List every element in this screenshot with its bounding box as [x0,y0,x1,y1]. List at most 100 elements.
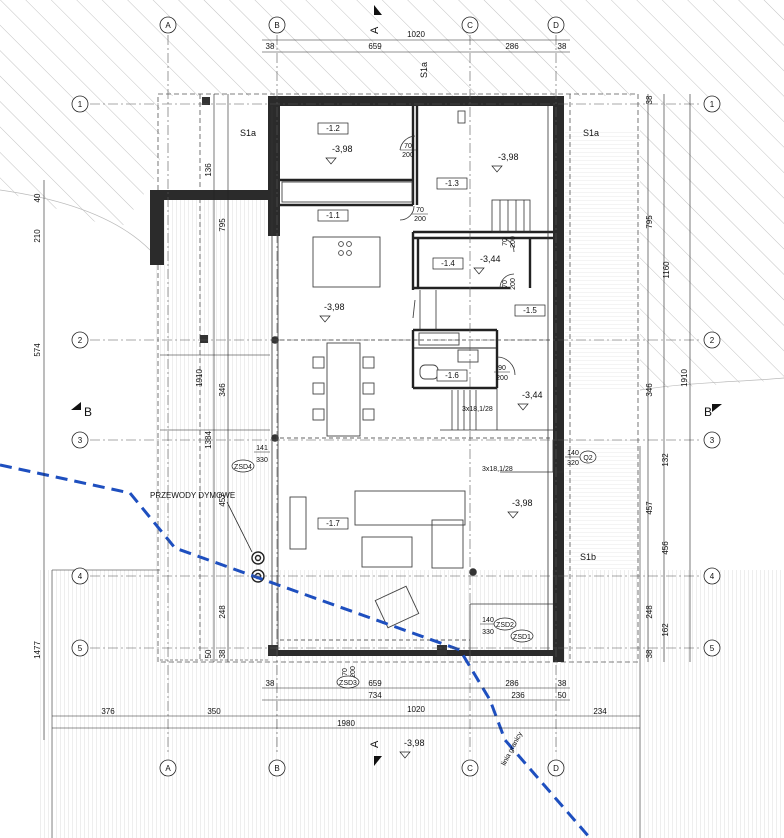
dim-bottom-4a: 376 [101,707,115,716]
section-b-right: B [704,405,712,419]
grid-row-2-right: 2 [710,336,715,345]
grid-col-a-top: A [165,21,171,30]
dim-left-inner-1: 136 [204,163,213,177]
level-2: -3,98 [498,152,519,162]
dim-bottom-4c: 234 [593,707,607,716]
section-a-bottom: A [369,740,381,748]
tag-zsd3: ZSD3 [339,680,357,687]
dim-left-outer-4: 1477 [33,641,42,659]
room-1-2: -1.2 [326,124,340,133]
door-1-width: 70 [404,143,412,150]
door-2-height: 200 [414,216,426,223]
dim-left-inner-3: 346 [218,383,227,397]
stair-2: 3x18,1/28 [482,466,513,473]
dim-right-inner-2: 795 [645,215,654,229]
dim-bottom-2c: 50 [558,691,567,700]
dim-bottom-1d: 38 [558,679,567,688]
dim-right-outer-total: 1160 [662,261,671,279]
dim-left-outer-3: 574 [33,343,42,357]
dim-bottom-3: 1020 [407,705,425,714]
door-5-height: 200 [496,375,508,382]
grid-lines [90,35,700,755]
section-a-top: A [369,26,381,34]
grid-row-5-left: 5 [78,644,83,653]
dim-bottom-2a: 734 [368,691,382,700]
dim-left-inner-total: 1910 [195,369,204,387]
level-marks: -3,98 -3,98 -3,44 -3,98 -3,44 -3,98 -3,9… [319,144,543,759]
tag-zsd1: ZSD1 [513,634,531,641]
room-1-3: -1.3 [445,179,459,188]
dim-top-seg-1: 38 [266,42,275,51]
terrain-hatch [0,0,784,391]
level-4: -3,98 [324,302,345,312]
dim-bottom-2b: 236 [511,691,525,700]
dim-bottom-1c: 286 [505,679,519,688]
level-1: -3,98 [332,144,353,154]
door-5-width: 90 [498,365,506,372]
door-8-height: 330 [482,629,494,636]
room-1-7: -1.7 [326,519,340,528]
room-1-1: -1.1 [326,211,340,220]
door-8-width: 140 [482,617,494,624]
door-swings [399,135,516,376]
grid-row-3-left: 3 [78,436,83,445]
door-6-width: 140 [567,450,579,457]
room-1-6: -1.6 [445,371,459,380]
grid-row-4-right: 4 [710,572,715,581]
armchair [374,585,420,629]
door-3-height: 200 [510,236,517,248]
tag-zsd4: ZSD4 [234,464,252,471]
grid-row-4-left: 4 [78,572,83,581]
dim-right-inner-total: 1910 [680,369,689,387]
wash-basin [457,349,479,363]
dim-left-inner-7: 50 [204,649,213,658]
door-labels: 70 200 70 200 70 200 70 200 90 200 140 3… [254,143,581,678]
door-3-width: 70 [502,238,509,246]
door-7-width: 141 [256,445,268,452]
dim-right-inner-7: 248 [645,605,654,619]
grid-col-b-top: B [274,21,279,30]
grid-row-2-left: 2 [78,336,83,345]
dim-left-outer-2: 210 [33,229,42,243]
level-5: -3,44 [522,390,543,400]
kitchen-counter [281,181,413,203]
dim-top-seg-4: 38 [558,42,567,51]
grid-col-d-bottom: D [553,764,559,773]
dim-right-inner-8: 162 [661,623,670,637]
section-s1b: S1b [580,552,596,562]
grid-row-1-left: 1 [78,100,83,109]
grid-col-c-bottom: C [467,764,473,773]
grid-bubbles [71,16,721,777]
grid-col-a-bottom: A [165,764,171,773]
door-9-height: 200 [510,278,517,290]
grid-col-b-bottom: B [274,764,279,773]
stair-labels: 3x18,1/28 3x18,1/28 [462,406,513,473]
dim-top-seg-2: 659 [368,42,382,51]
kitchen-island [312,236,381,288]
grid-row-3-right: 3 [710,436,715,445]
paving-area [40,130,784,838]
section-a-top-side: S1a [419,62,429,78]
room-labels: -1.2 -1.3 -1.1 -1.4 -1.5 -1.6 -1.7 [317,122,546,530]
door-6-height: 320 [567,460,579,467]
dim-left-inner-6: 248 [218,605,227,619]
sofa [354,490,466,526]
door-2-width: 70 [416,207,424,214]
dim-left-inner-4: 1384 [204,431,213,449]
stair-1: 3x18,1/28 [462,406,493,413]
dimension-lines [43,39,691,740]
level-3: -3,44 [480,254,501,264]
dim-right-inner-1: 38 [645,95,654,104]
dim-bottom-1b: 659 [368,679,382,688]
dim-left-inner-2: 795 [218,218,227,232]
grid-col-c-top: C [467,21,473,30]
dim-top-overall: 1020 [407,30,425,39]
furniture [281,181,479,629]
dim-right-inner-4: 132 [661,453,670,467]
grid-row-1-right: 1 [710,100,715,109]
smoke-flue-label: PRZEWODY DYMOWE [150,491,235,500]
dim-bottom-4b: 350 [207,707,221,716]
dim-top-seg-3: 286 [505,42,519,51]
coffee-table [361,536,413,568]
